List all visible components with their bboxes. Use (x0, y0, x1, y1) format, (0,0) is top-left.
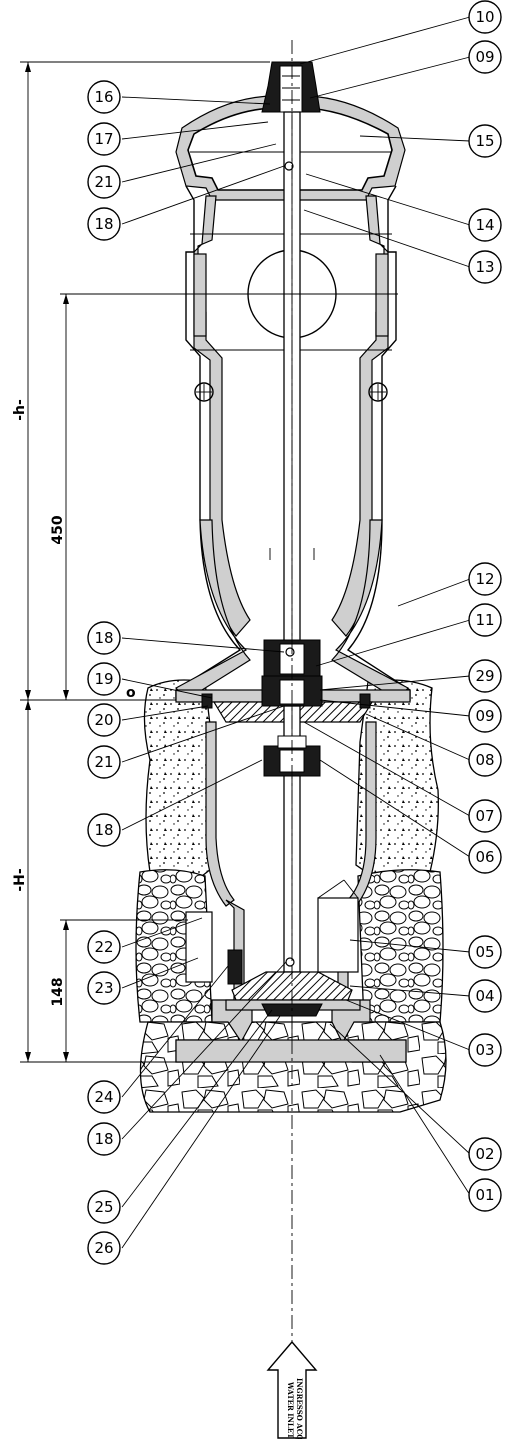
callout-bubble: 04 (468, 979, 502, 1013)
callout-bubble: 07 (468, 799, 502, 833)
callout-bubble: 02 (468, 1137, 502, 1171)
valve-guide-right (317, 897, 359, 973)
svg-text:18: 18 (94, 821, 113, 839)
svg-text:02: 02 (475, 1145, 494, 1163)
svg-text:25: 25 (94, 1198, 113, 1216)
svg-text:07: 07 (475, 807, 494, 825)
svg-text:20: 20 (94, 711, 113, 729)
nut-bore (279, 65, 303, 113)
svg-text:11: 11 (475, 611, 494, 629)
side-outlet-left (193, 253, 207, 337)
svg-text:18: 18 (94, 629, 113, 647)
callout-bubble: 10 (468, 0, 502, 34)
callout-bubble: 21 (87, 165, 121, 199)
svg-text:14: 14 (475, 216, 494, 234)
pin-lower (285, 957, 295, 967)
inlet-flange (175, 1039, 407, 1063)
svg-text:22: 22 (94, 938, 113, 956)
dim-label-H: -H- (12, 868, 28, 892)
svg-text:10: 10 (475, 8, 494, 26)
svg-text:15: 15 (475, 132, 494, 150)
callout-bubble: 01 (468, 1178, 502, 1212)
svg-text:18: 18 (94, 1130, 113, 1148)
side-outlet-right (375, 253, 389, 337)
svg-text:04: 04 (475, 987, 494, 1005)
callout-bubble: 16 (87, 80, 121, 114)
flange-bolt-right (359, 693, 371, 709)
svg-text:12: 12 (475, 570, 494, 588)
callout-bubble: 18 (87, 207, 121, 241)
dim-label-h: -h- (12, 399, 28, 421)
svg-text:03: 03 (475, 1041, 494, 1059)
callout-bubble: 18 (87, 621, 121, 655)
callout-bubble: 26 (87, 1231, 121, 1265)
callout-bubble: 14 (468, 208, 502, 242)
callout-bubble: 12 (468, 562, 502, 596)
svg-text:26: 26 (94, 1239, 113, 1257)
inlet-arrow (266, 1340, 318, 1439)
svg-text:18: 18 (94, 215, 113, 233)
leader-lines (121, 16, 471, 1249)
svg-text:09: 09 (475, 48, 494, 66)
svg-text:21: 21 (94, 173, 113, 191)
callout-bubble: 09 (468, 40, 502, 74)
svg-text:06: 06 (475, 848, 494, 866)
gravel-left (135, 869, 213, 1023)
svg-text:09: 09 (475, 707, 494, 725)
flange-bolt-left (201, 693, 213, 709)
dim-label-450: 450 (50, 515, 66, 544)
standpipe-left (205, 721, 235, 907)
svg-text:17: 17 (94, 130, 113, 148)
callout-bubble: 18 (87, 1122, 121, 1156)
callout-bubble: 25 (87, 1190, 121, 1224)
concrete-left (143, 679, 217, 877)
callout-bubble: 23 (87, 971, 121, 1005)
svg-text:29: 29 (475, 667, 494, 685)
callout-bubble: 18 (87, 813, 121, 847)
svg-text:23: 23 (94, 979, 113, 997)
bedrock (139, 1021, 447, 1113)
callout-bubble: 13 (468, 250, 502, 284)
callout-bubble: 24 (87, 1080, 121, 1114)
lug-left (194, 382, 214, 402)
callout-bubble: 19 (87, 662, 121, 696)
pin-upper (284, 161, 294, 171)
callout-bubble: 29 (468, 659, 502, 693)
svg-text:13: 13 (475, 258, 494, 276)
svg-text:05: 05 (475, 943, 494, 961)
svg-text:19: 19 (94, 670, 113, 688)
callout-bubble: 08 (468, 743, 502, 777)
callout-bubble: 22 (87, 930, 121, 964)
svg-text:08: 08 (475, 751, 494, 769)
callout-bubble: 17 (87, 122, 121, 156)
drain-block (185, 911, 213, 983)
callout-bubble: 15 (468, 124, 502, 158)
ground-level-mark: o (126, 685, 136, 701)
svg-text:16: 16 (94, 88, 113, 106)
callout-bubble: 03 (468, 1033, 502, 1067)
callout-bubble: 11 (468, 603, 502, 637)
gravel-right (357, 869, 444, 1023)
svg-text:21: 21 (94, 753, 113, 771)
callout-bubble: 06 (468, 840, 502, 874)
callout-bubble: 21 (87, 745, 121, 779)
callouts-right: 10 09 15 14 13 12 11 29 09 08 07 06 05 0… (468, 0, 502, 1212)
callout-bubble: 20 (87, 703, 121, 737)
callouts-left: 16 17 21 18 18 19 20 21 18 22 23 24 18 2… (87, 80, 121, 1265)
svg-text:01: 01 (475, 1186, 494, 1204)
lug-right (368, 382, 388, 402)
svg-text:24: 24 (94, 1088, 113, 1106)
dim-label-148: 148 (50, 977, 66, 1006)
callout-bubble: 09 (468, 699, 502, 733)
callout-bubble: 05 (468, 935, 502, 969)
drain-spring (227, 949, 243, 985)
inlet-text-1: INGRESSO ACQUA (295, 1378, 304, 1439)
inlet-text-2: WATER INLET (286, 1381, 295, 1439)
